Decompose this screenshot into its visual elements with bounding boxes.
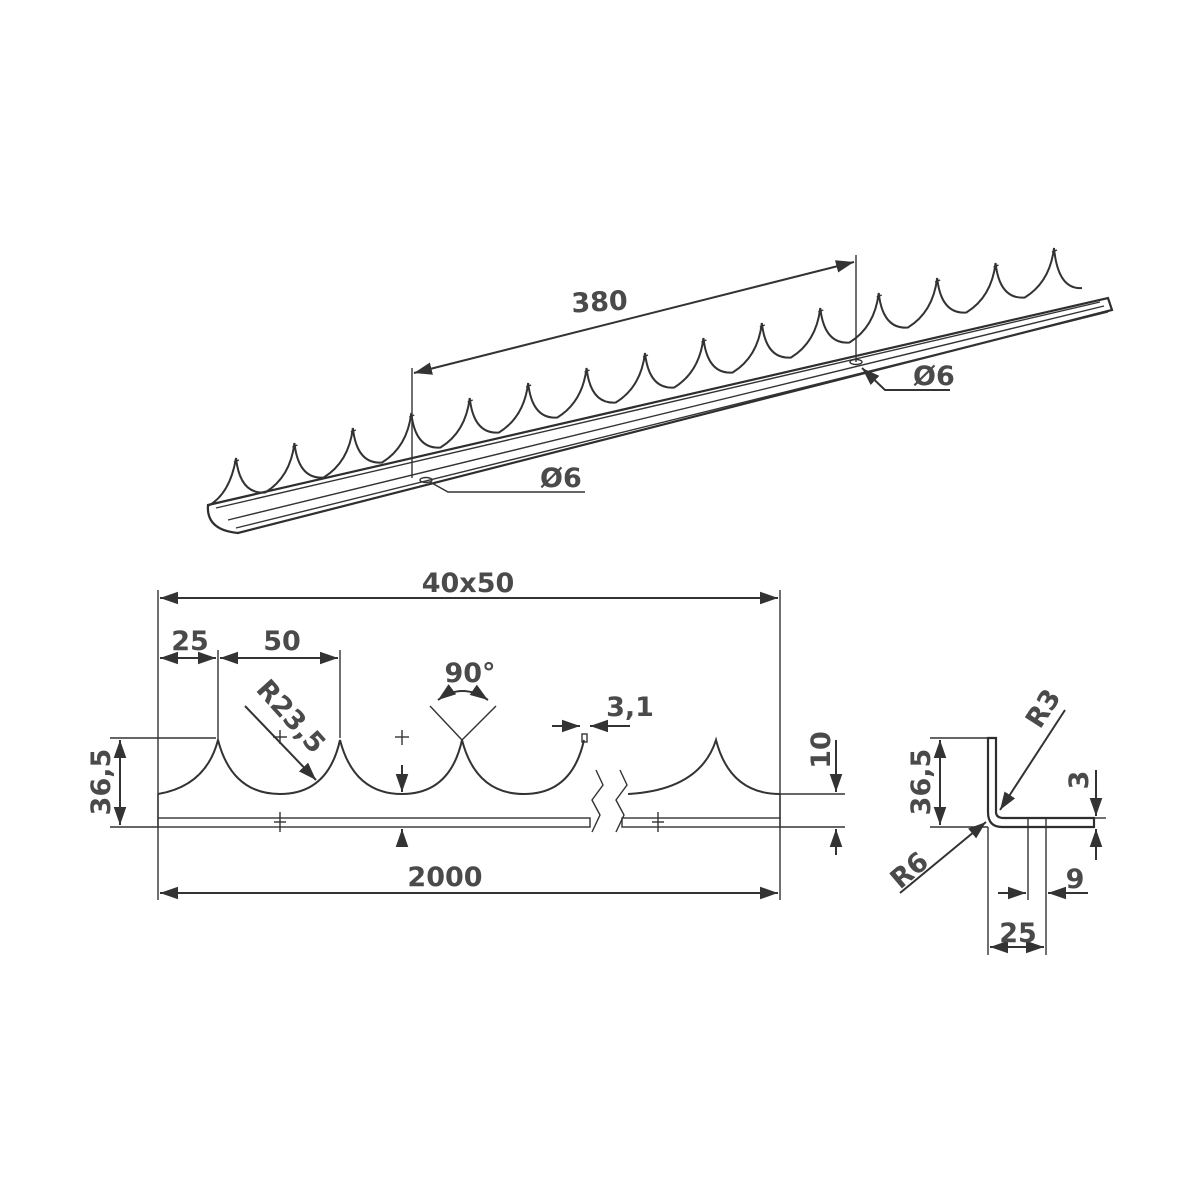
front-tip-flat [581, 733, 588, 743]
side-thickness-label: 3 [1064, 771, 1095, 790]
side-height-label: 36,5 [906, 749, 937, 816]
isometric-view: 380 Ø6 Ø6 [206, 247, 1114, 535]
side-outer-radius-leader [999, 709, 1066, 811]
front-teeth-profile-right [627, 736, 781, 795]
iso-flange-outline [206, 296, 1114, 535]
break-line-right [615, 769, 628, 833]
iso-web-bottom [227, 305, 1105, 521]
iso-hole-right [849, 358, 863, 366]
side-inner-radius-leader [899, 821, 987, 894]
side-inner-radius-label: R6 [885, 846, 935, 895]
iso-tooth-tip [993, 264, 999, 268]
front-offset-label: 25 [171, 626, 209, 657]
front-tip-width-label: 3,1 [606, 692, 654, 723]
front-pitch-label: 50 [263, 626, 301, 657]
front-radius-label: R23,5 [250, 674, 332, 760]
side-outer-radius-label: R3 [1020, 684, 1068, 734]
front-hole-marks [274, 812, 664, 832]
side-hole-offset-label: 9 [1066, 864, 1085, 895]
iso-hole-leader-right [861, 367, 950, 391]
iso-web-inner [235, 311, 1109, 529]
front-height-label: 36,5 [86, 749, 117, 816]
iso-tooth-tip [350, 429, 357, 433]
iso-tooth-tip [292, 444, 298, 448]
iso-pitch-dim-line [413, 260, 855, 375]
iso-tooth-tip [525, 384, 532, 388]
iso-tooth-tip [467, 399, 473, 403]
front-base-label: 10 [806, 731, 837, 769]
iso-hole-left [419, 476, 433, 484]
front-teeth-profile-left [157, 736, 585, 796]
iso-pitch-label: 380 [571, 286, 629, 320]
iso-tooth-tip [876, 294, 882, 298]
front-total-pitch-label: 40x50 [422, 568, 515, 599]
front-length-label: 2000 [407, 862, 482, 893]
front-base-left [157, 817, 591, 828]
iso-hole-label-left: Ø6 [540, 463, 582, 494]
iso-flange-edge [215, 301, 1101, 509]
side-view: 36,5 R3 R6 3 9 25 [885, 684, 1106, 955]
side-flange-label: 25 [999, 918, 1037, 949]
iso-tooth-tip [934, 279, 941, 283]
front-angle-leg-left [429, 705, 463, 741]
front-angle-arc [437, 684, 489, 701]
iso-hole-leader-left [429, 481, 585, 493]
front-base-right [621, 817, 781, 828]
iso-tooth-tip [233, 459, 240, 463]
front-view: 40x50 25 50 R23,5 90° 3,1 36,5 10 [86, 568, 845, 900]
front-center-cross [395, 730, 409, 745]
break-line-left [591, 769, 604, 833]
front-angle-leg-right [461, 705, 497, 741]
iso-hole-label-right: Ø6 [913, 361, 955, 392]
iso-tooth-tip [1051, 249, 1058, 253]
front-radius-center [273, 730, 287, 744]
front-angle-label: 90° [444, 658, 495, 689]
